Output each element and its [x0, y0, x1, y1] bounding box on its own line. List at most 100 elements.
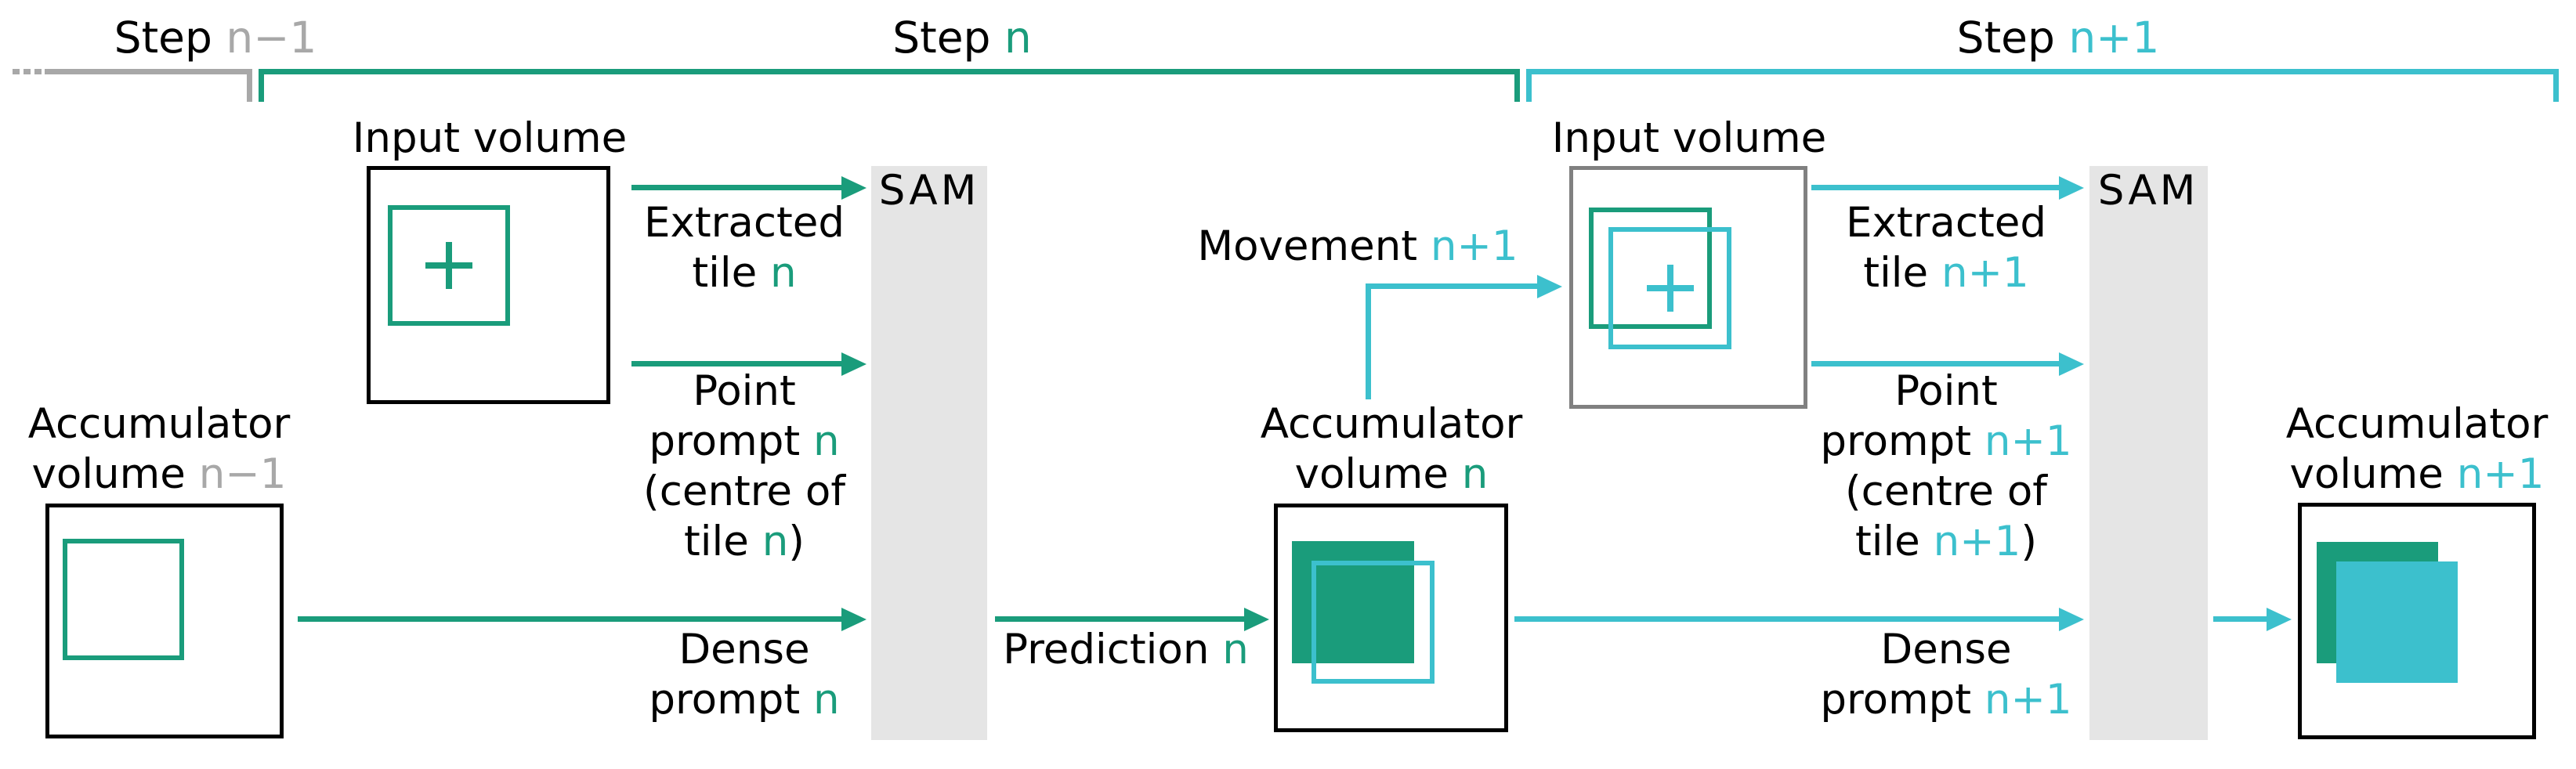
- prompt-n-number: n: [813, 417, 840, 465]
- step-n-label: Step n: [892, 13, 1032, 63]
- volume-n1-number: n+1: [2456, 450, 2545, 498]
- step-next-number: n+1: [2068, 13, 2160, 63]
- point-text: Point: [693, 367, 796, 415]
- extracted-text: Extracted: [1845, 199, 2047, 247]
- arrow-head: [2059, 352, 2084, 376]
- arrow-line: [1366, 283, 1542, 289]
- tile-n1-outline: [1608, 227, 1731, 349]
- tile-text: tile: [684, 518, 762, 565]
- bracket-line: [259, 69, 1520, 74]
- text-line: (centre of: [643, 467, 845, 517]
- text-line: (centre of: [1820, 467, 2071, 517]
- bracket-tick: [1514, 69, 1520, 102]
- step-prev-label: Step n−1: [114, 13, 317, 63]
- input-volume-n-box: [367, 166, 610, 404]
- accumulator-text: Accumulator: [1260, 400, 1523, 448]
- prompt-text: prompt: [649, 417, 813, 465]
- text-line: Accumulator: [1261, 399, 1523, 449]
- arrow-head: [2059, 608, 2084, 631]
- movement-label: Movement n+1: [1197, 222, 1518, 272]
- close-paren: ): [788, 518, 805, 565]
- prediction-n-label: Prediction n: [1003, 625, 1249, 675]
- centre-of-text: (centre of: [1845, 468, 2047, 515]
- arrow-head: [841, 176, 867, 200]
- tile-n-number: n: [770, 249, 797, 297]
- point-prompt-n-label: Point prompt n (centre of tile n): [643, 366, 845, 567]
- text-line: Point: [1820, 366, 2071, 417]
- bracket-line: [45, 69, 252, 74]
- arrow-line: [631, 185, 843, 190]
- arrow-line: [298, 616, 843, 622]
- tile-n1-number: n+1: [1941, 249, 2029, 297]
- volume-text: volume: [31, 450, 199, 498]
- text-line: Extracted: [1846, 198, 2046, 248]
- prediction-text: Prediction: [1003, 626, 1223, 673]
- arrow-line: [1514, 616, 2060, 622]
- text-line: volume n−1: [28, 449, 291, 500]
- step-next-prefix: Step: [1956, 13, 2069, 63]
- volume-prev-number: n−1: [198, 450, 287, 498]
- prompt-text: prompt: [1820, 417, 1984, 465]
- dense-text: Dense: [678, 626, 810, 673]
- bracket-dash: [24, 69, 31, 74]
- bracket-tick: [247, 69, 252, 102]
- centre-of-text: (centre of: [643, 468, 845, 515]
- plus-vbar: [446, 242, 452, 289]
- text-line: prompt n+1: [1820, 417, 2071, 467]
- extracted-tile-n-label: Extracted tile n: [644, 198, 845, 298]
- dense-prompt-n1-label: Dense prompt n+1: [1820, 625, 2071, 725]
- accumulator-prev-box: [45, 504, 284, 738]
- prediction-n-number: n: [1222, 626, 1249, 673]
- input-volume-n1-label: Input volume: [1551, 114, 1827, 162]
- bracket-dash: [13, 69, 20, 74]
- sam-n1-label: SAM: [2097, 167, 2199, 215]
- text-line: tile n: [644, 248, 845, 298]
- bracket-tick: [259, 69, 264, 102]
- prediction-n1-mask-fill: [2336, 561, 2458, 683]
- arrow-elbow-vertical: [1366, 283, 1371, 399]
- point-prompt-n1-label: Point prompt n+1 (centre of tile n+1): [1820, 366, 2071, 567]
- step-next-label: Step n+1: [1957, 13, 2160, 63]
- volume-n-number: n: [1461, 450, 1489, 498]
- prompt-n-number: n: [813, 676, 840, 724]
- close-paren: ): [2021, 518, 2038, 565]
- bracket-line: [1526, 69, 2559, 74]
- text-line: tile n+1): [1820, 517, 2071, 567]
- tile-text: tile: [692, 249, 771, 297]
- text-line: Accumulator: [2286, 399, 2549, 449]
- step-n-prefix: Step: [892, 13, 1004, 63]
- accumulator-prev-label: Accumulator volume n−1: [28, 399, 291, 500]
- text-line: Extracted: [644, 198, 845, 248]
- bracket-tick: [1526, 69, 1532, 102]
- sam-n-label: SAM: [878, 167, 980, 215]
- arrow-line: [2213, 616, 2268, 622]
- text-line: volume n: [1261, 449, 1523, 500]
- prompt-n1-number: n+1: [1984, 676, 2072, 724]
- tile-n1-number: n+1: [1933, 518, 2021, 565]
- text-line: tile n+1: [1846, 248, 2046, 298]
- dense-text: Dense: [1880, 626, 2012, 673]
- accumulator-n1-label: Accumulator volume n+1: [2286, 399, 2549, 500]
- bracket-dash: [34, 69, 42, 74]
- movement-text: Movement: [1197, 222, 1431, 270]
- text-line: tile n): [643, 517, 845, 567]
- text-line: Point: [643, 366, 845, 417]
- arrow-head: [841, 608, 867, 631]
- step-prev-prefix: Step: [114, 13, 226, 63]
- volume-text: volume: [1294, 450, 1462, 498]
- accumulator-n-label: Accumulator volume n: [1261, 399, 1523, 500]
- sam-n-block: [871, 166, 987, 740]
- text-line: prompt n: [649, 675, 839, 725]
- prompt-text: prompt: [1820, 676, 1984, 724]
- tile-n-outline: [388, 205, 510, 326]
- arrow-line: [1811, 361, 2060, 366]
- input-volume-n-label: Input volume: [352, 114, 628, 162]
- accumulated-mask-prev-outline: [63, 539, 184, 660]
- arrow-head: [1244, 608, 1269, 631]
- text-line: prompt n: [643, 417, 845, 467]
- text-line: Accumulator: [28, 399, 291, 449]
- accumulator-n1-box: [2298, 503, 2536, 739]
- arrow-head: [2267, 608, 2292, 631]
- tile-text: tile: [1854, 518, 1934, 565]
